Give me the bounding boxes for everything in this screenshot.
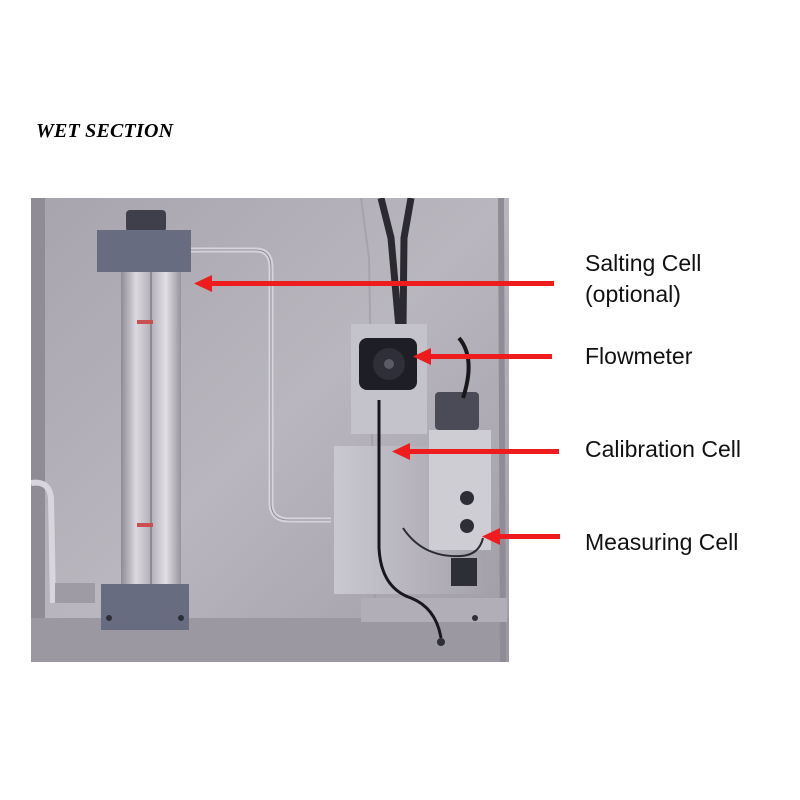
label-salting-cell-line2: (optional) — [585, 281, 681, 307]
label-salting-cell: Salting Cell (optional) — [585, 248, 701, 310]
arrow-measuring-cell — [482, 528, 560, 545]
page-title: WET SECTION — [36, 120, 174, 142]
label-calibration-cell: Calibration Cell — [585, 436, 741, 462]
arrow-calibration-cell — [392, 443, 559, 460]
arrow-flowmeter — [413, 348, 552, 365]
arrow-salting-cell — [194, 275, 554, 292]
salting-cell-column — [97, 210, 191, 630]
label-measuring-cell: Measuring Cell — [585, 529, 739, 555]
label-flowmeter: Flowmeter — [585, 343, 693, 369]
label-salting-cell-line1: Salting Cell — [585, 250, 702, 276]
wet-section-photo — [31, 198, 509, 662]
